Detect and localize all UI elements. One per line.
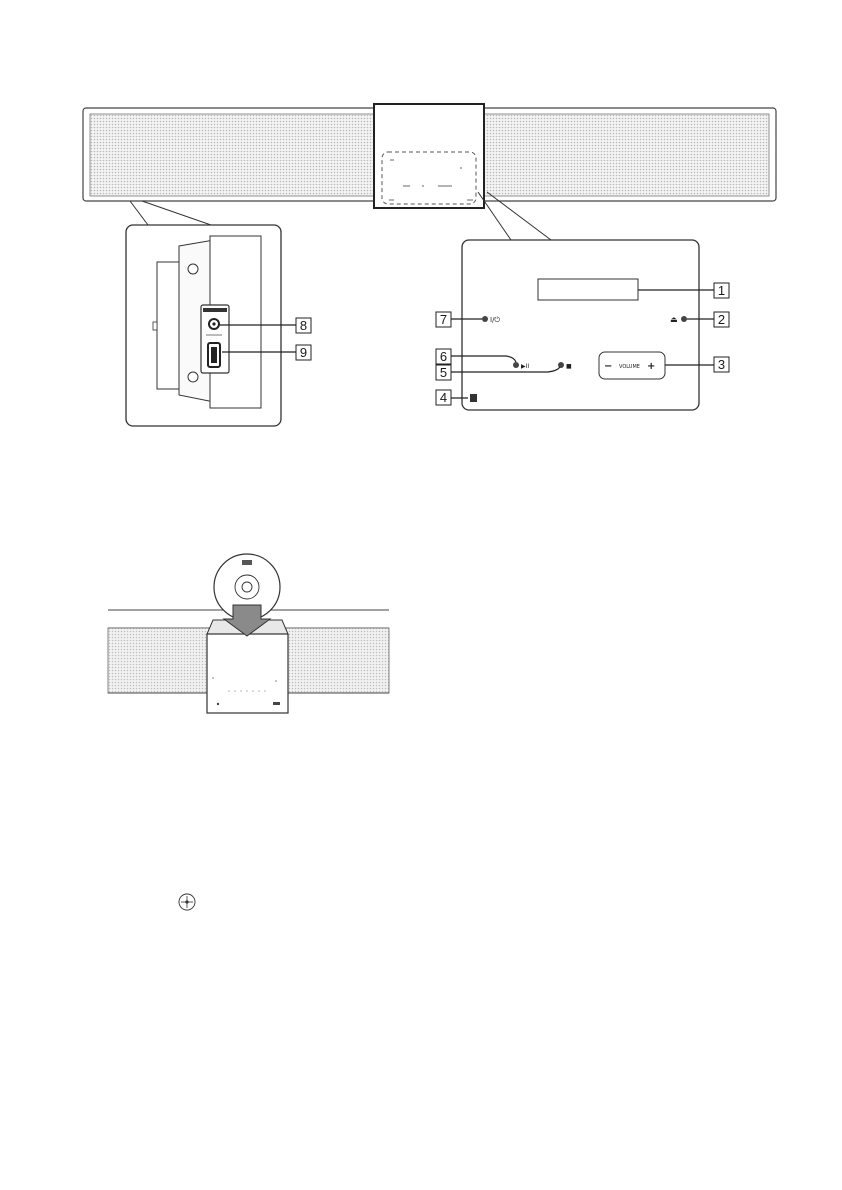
front-panel-display [538, 279, 638, 300]
tactile-dot-note [179, 894, 195, 910]
callout-7: 7 [436, 312, 451, 327]
disc-insertion-illustration [108, 554, 389, 713]
center-control-block [374, 104, 484, 208]
side-panel-inset [126, 201, 296, 426]
speaker-grille-left [90, 114, 375, 196]
remote-sensor-icon [470, 394, 477, 402]
svg-text:8: 8 [300, 318, 307, 333]
callout-4: 4 [436, 390, 451, 405]
callout-3: 3 [714, 357, 729, 372]
power-label: I/⏻ [490, 316, 500, 324]
svg-text:2: 2 [718, 312, 725, 327]
volume-minus[interactable]: − [604, 361, 612, 372]
control-panel-inset: I/⏻ ⏏ ▶II ■ − VOLUME + [451, 192, 714, 410]
power-button[interactable] [482, 316, 488, 322]
callout-6: 6 [436, 349, 451, 364]
svg-text:9: 9 [300, 345, 307, 360]
svg-text:7: 7 [440, 312, 447, 327]
soundbar-unit [83, 104, 776, 208]
volume-plus[interactable]: + [647, 361, 655, 372]
callout-1: 1 [714, 283, 729, 298]
callout-5: 5 [436, 365, 451, 380]
callout-2: 2 [714, 312, 729, 327]
svg-text:1: 1 [718, 283, 725, 298]
svg-text:4: 4 [440, 390, 447, 405]
eject-label: ⏏ [670, 315, 678, 324]
volume-label: VOLUME [619, 364, 640, 370]
callout-8: 8 [296, 318, 311, 333]
svg-text:6: 6 [440, 349, 447, 364]
speaker-grille-right [484, 114, 769, 196]
play-pause-button[interactable] [513, 362, 519, 368]
svg-text:5: 5 [440, 365, 447, 380]
eject-button[interactable] [681, 316, 687, 322]
stop-label: ■ [566, 363, 572, 370]
stop-button[interactable] [558, 362, 564, 368]
play-pause-label: ▶II [521, 363, 529, 370]
callout-9: 9 [296, 345, 311, 360]
svg-text:3: 3 [718, 357, 725, 372]
